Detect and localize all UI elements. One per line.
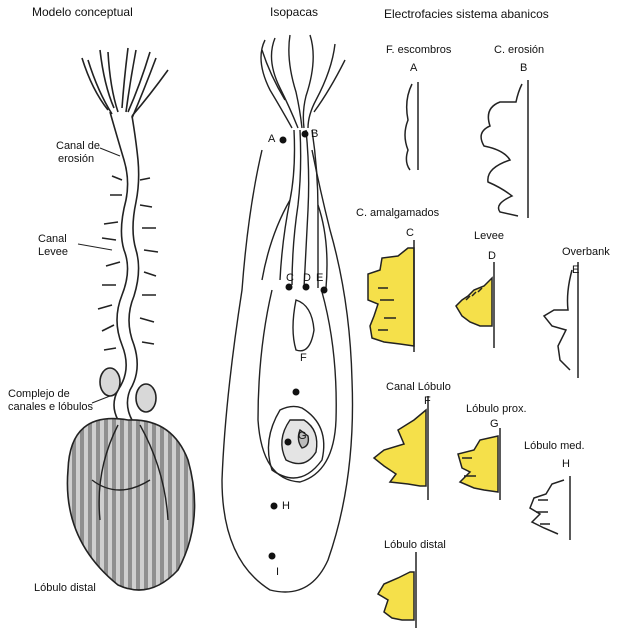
label-complejo-line2: canales e lóbulos [8, 401, 93, 413]
isopach-label-h: H [282, 500, 290, 512]
header-isopach: Isopacas [270, 6, 318, 19]
log-b-caption: C. erosión [494, 44, 544, 56]
log-a-caption: F. escombros [386, 44, 451, 56]
isopach-label-b: B [311, 128, 318, 140]
log-h [530, 476, 570, 540]
log-c [368, 240, 414, 352]
label-canal-levee-line1: Canal [38, 233, 67, 245]
log-f-caption: Canal Lóbulo [386, 381, 451, 393]
log-a [405, 82, 418, 170]
log-c-caption: C. amalgamados [356, 207, 439, 219]
log-f [374, 396, 428, 500]
log-c-letter: C [406, 227, 414, 239]
conceptual-model [82, 48, 168, 420]
isopach-label-a: A [268, 133, 275, 145]
label-complejo-line1: Complejo de [8, 388, 70, 400]
isopach-label-c: C [286, 272, 294, 284]
log-h-caption: Lóbulo med. [524, 440, 585, 452]
label-canal-erosion-line2: erosión [58, 153, 94, 165]
isopach-label-i: I [276, 566, 279, 578]
isopach-label-g: G [298, 430, 307, 442]
log-h-letter: H [562, 458, 570, 470]
log-e-letter: E [572, 264, 579, 276]
label-canal-erosion-line1: Canal de [56, 140, 100, 152]
model-leaders [78, 148, 120, 403]
log-b-letter: B [520, 62, 527, 74]
log-g-letter: G [490, 418, 499, 430]
isopach-label-f: F [300, 352, 307, 364]
isopach-label-e: E [316, 272, 323, 284]
header-conceptual-model: Modelo conceptual [32, 6, 133, 19]
isopach-label-d: D [303, 272, 311, 284]
label-lobulo-distal: Lóbulo distal [34, 582, 96, 594]
log-e-caption: Overbank [562, 246, 610, 258]
log-i [378, 552, 416, 628]
log-d-caption: Levee [474, 230, 504, 242]
log-e [544, 262, 578, 378]
log-g [458, 428, 500, 500]
log-f-letter: F [424, 395, 431, 407]
log-a-letter: A [410, 62, 417, 74]
distal-lobe-shape [67, 419, 194, 590]
log-i-caption: Lóbulo distal [384, 539, 446, 551]
log-g-caption: Lóbulo prox. [466, 403, 527, 415]
isopach-markers [269, 131, 328, 560]
log-d-letter: D [488, 250, 496, 262]
log-b [481, 80, 528, 218]
header-electrofacies: Electrofacies sistema abanicos [384, 8, 549, 21]
log-d [456, 262, 494, 348]
label-canal-levee-line2: Levee [38, 246, 68, 258]
